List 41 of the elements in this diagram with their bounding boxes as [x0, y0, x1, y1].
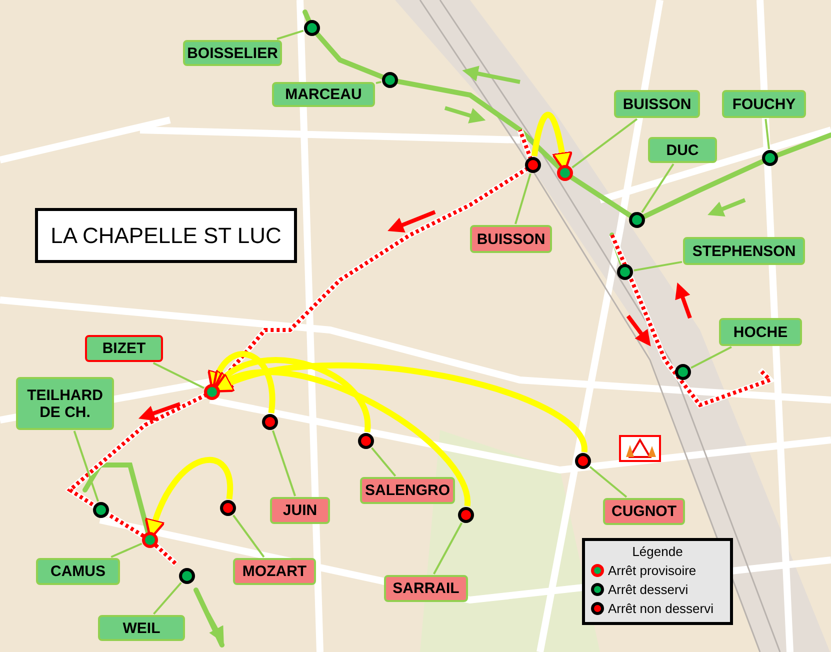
curved-arrow: [210, 357, 370, 432]
leader-line: [152, 362, 204, 389]
leader-line: [110, 542, 142, 558]
stop-name-callout: FOUCHY: [722, 90, 806, 118]
stop-name-callout: DUC: [648, 137, 717, 163]
leader-line: [514, 173, 532, 224]
leader-line: [73, 430, 100, 502]
leader-line: [371, 447, 396, 477]
stop-name-callout: HOCHE: [719, 318, 802, 346]
stop-name-callout: BUISSON: [470, 225, 552, 253]
stop-name-callout: BUISSON: [614, 90, 700, 118]
stop-name-callout: SARRAIL: [384, 575, 468, 602]
stop-name-callout: CUGNOT: [603, 498, 685, 525]
legend-label: Arrêt provisoire: [608, 563, 696, 578]
leader-line: [764, 118, 770, 150]
stop-name-callout: CAMUS: [36, 558, 120, 585]
leader-line: [153, 582, 182, 615]
stop-name-callout: MARCEAU: [272, 82, 375, 107]
leader-line: [272, 430, 296, 496]
legend-label: Arrêt desservi: [608, 582, 688, 597]
leader-line: [589, 466, 628, 498]
stop-name-callout: MOZART: [233, 558, 316, 585]
stop-name-callout: TEILHARD DE CH.: [16, 377, 114, 430]
stop-name-callout: BOISSELIER: [183, 40, 282, 66]
stop-name-callout: BIZET: [85, 335, 163, 362]
legend-heading: Légende: [631, 544, 684, 559]
leader-line: [276, 30, 304, 40]
curved-arrow: [208, 351, 276, 414]
leader-line: [433, 522, 463, 574]
leader-line: [641, 163, 674, 213]
leader-line: [572, 118, 638, 168]
stop-name-callout: JUIN: [270, 497, 330, 524]
stop-name-callout: STEPHENSON: [683, 237, 805, 265]
stop-name-callout: WEIL: [98, 615, 185, 641]
leader-line: [232, 514, 265, 558]
leader-line: [634, 260, 682, 272]
leader-line: [376, 80, 382, 84]
title: LA CHAPELLE ST LUC: [35, 208, 297, 263]
leader-line: [690, 346, 732, 369]
legend-label: Arrêt non desservi: [608, 601, 714, 616]
stop-name-callout: SALENGRO: [360, 477, 455, 504]
